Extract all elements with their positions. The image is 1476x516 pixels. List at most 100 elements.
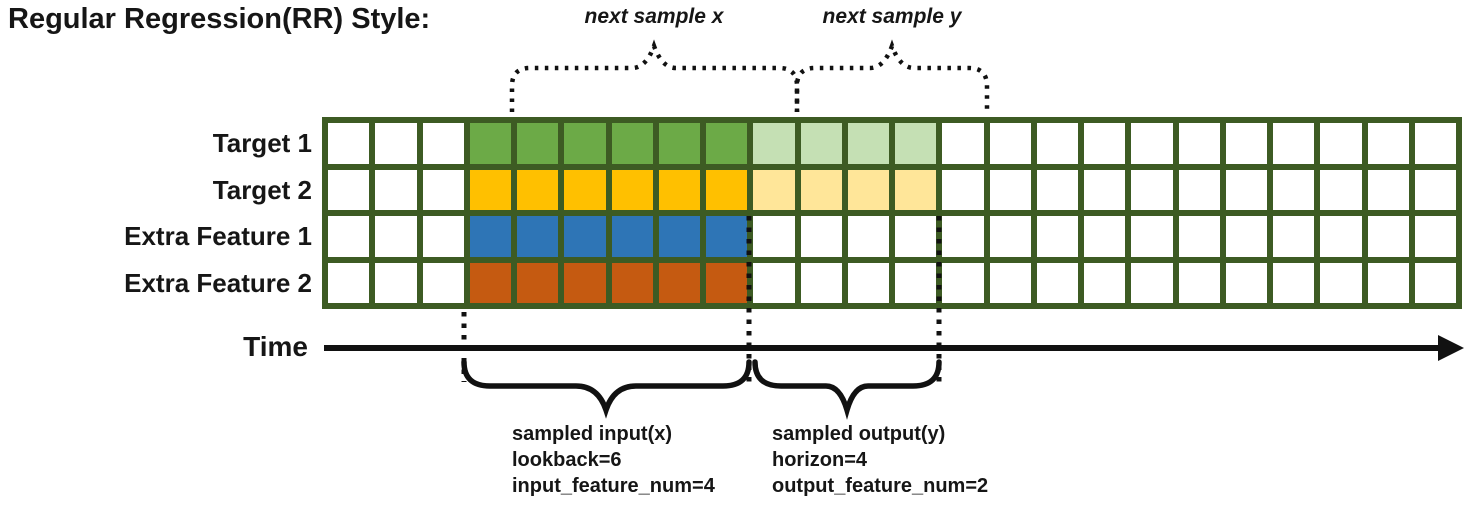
grid-cell (1131, 262, 1173, 303)
next-sample-x-brace (509, 39, 800, 112)
grid-cell (1178, 216, 1220, 257)
grid-cell (1036, 262, 1078, 303)
grid-cell (564, 169, 606, 210)
grid-cell (564, 216, 606, 257)
sampled-input-annotation: sampled input(x) lookback=6 input_featur… (512, 421, 715, 499)
grid-cell (564, 123, 606, 164)
grid-cell (895, 216, 937, 257)
grid-cell (1131, 169, 1173, 210)
next-sample-y-brace (794, 39, 990, 112)
grid-cell (658, 123, 700, 164)
grid-cell (1273, 123, 1315, 164)
grid-cell (1414, 216, 1456, 257)
row-label: Extra Feature 1 (124, 221, 312, 251)
grid-cell (1178, 123, 1220, 164)
grid-cell (942, 169, 984, 210)
grid-cell (1178, 169, 1220, 210)
lookback-value: lookback=6 (512, 449, 622, 471)
grid-cell (895, 123, 937, 164)
grid-cell (1036, 169, 1078, 210)
grid-cell (1036, 216, 1078, 257)
grid-cell (1414, 169, 1456, 210)
grid-cell (1320, 216, 1362, 257)
grid-cell (658, 262, 700, 303)
grid-cell (1367, 123, 1409, 164)
sampled-input-title: sampled input(x) (512, 423, 673, 445)
grid-cell (942, 262, 984, 303)
row-label: Target 1 (212, 128, 312, 158)
grid-cell (375, 262, 417, 303)
grid-cell (469, 262, 511, 303)
next-sample-y-label: next sample y (822, 5, 962, 28)
grid-cell (1273, 216, 1315, 257)
grid-cell (706, 169, 748, 210)
grid-cell (1320, 169, 1362, 210)
time-axis-arrowhead (1438, 335, 1464, 361)
grid-cell (1131, 123, 1173, 164)
grid-cell (1320, 262, 1362, 303)
grid-cell (1131, 216, 1173, 257)
grid-cell (517, 216, 559, 257)
grid-cell (1178, 262, 1220, 303)
grid-cell (1367, 216, 1409, 257)
grid-cell (753, 123, 795, 164)
grid-cell (375, 123, 417, 164)
grid-cell (1320, 123, 1362, 164)
grid-cell (753, 216, 795, 257)
grid-cell (469, 216, 511, 257)
grid-cell (517, 123, 559, 164)
grid-cell (989, 262, 1031, 303)
diagram-title: Regular Regression(RR) Style: (8, 3, 431, 35)
grid-cell (1367, 169, 1409, 210)
grid-cell (517, 169, 559, 210)
grid-cell (422, 216, 464, 257)
grid-cell (517, 262, 559, 303)
grid-cell (328, 169, 370, 210)
grid-cell (895, 169, 937, 210)
grid-cell (1225, 123, 1267, 164)
grid-cell (422, 169, 464, 210)
grid-cell (328, 262, 370, 303)
sampled-input-underbrace (461, 359, 752, 419)
grid-cell (989, 169, 1031, 210)
grid-cell (611, 262, 653, 303)
grid-cell (1225, 216, 1267, 257)
grid-cell (658, 216, 700, 257)
grid-cell (989, 123, 1031, 164)
grid-cell (706, 262, 748, 303)
horizon-value: horizon=4 (772, 449, 868, 471)
grid-cell (564, 262, 606, 303)
grid-cell (611, 123, 653, 164)
grid-cell (375, 169, 417, 210)
grid-cell (1273, 169, 1315, 210)
grid-cell (800, 216, 842, 257)
grid-cell (1084, 123, 1126, 164)
grid-cell (1225, 169, 1267, 210)
grid-cell (989, 216, 1031, 257)
grid-cell (1084, 262, 1126, 303)
output-feature-num-value: output_feature_num=2 (772, 475, 989, 497)
grid-cell (942, 123, 984, 164)
grid-cell (800, 169, 842, 210)
input-feature-num-value: input_feature_num=4 (512, 475, 715, 497)
sampled-output-underbrace (752, 359, 942, 420)
row-label: Extra Feature 2 (124, 267, 312, 298)
next-sample-x-label: next sample x (584, 5, 724, 28)
time-axis-label: Time (243, 331, 308, 362)
grid-cell (1225, 262, 1267, 303)
grid-cell (847, 216, 889, 257)
grid-cell (1367, 262, 1409, 303)
grid-cell (1414, 262, 1456, 303)
grid-cell (375, 216, 417, 257)
timeseries-grid (322, 117, 1462, 309)
grid-cell (895, 262, 937, 303)
grid-cell (422, 262, 464, 303)
sampled-output-title: sampled output(y) (772, 423, 946, 445)
grid-cell (706, 216, 748, 257)
grid-cell (847, 262, 889, 303)
grid-cell (847, 169, 889, 210)
grid-cell (1084, 169, 1126, 210)
grid-cell (800, 262, 842, 303)
grid-cell (469, 123, 511, 164)
